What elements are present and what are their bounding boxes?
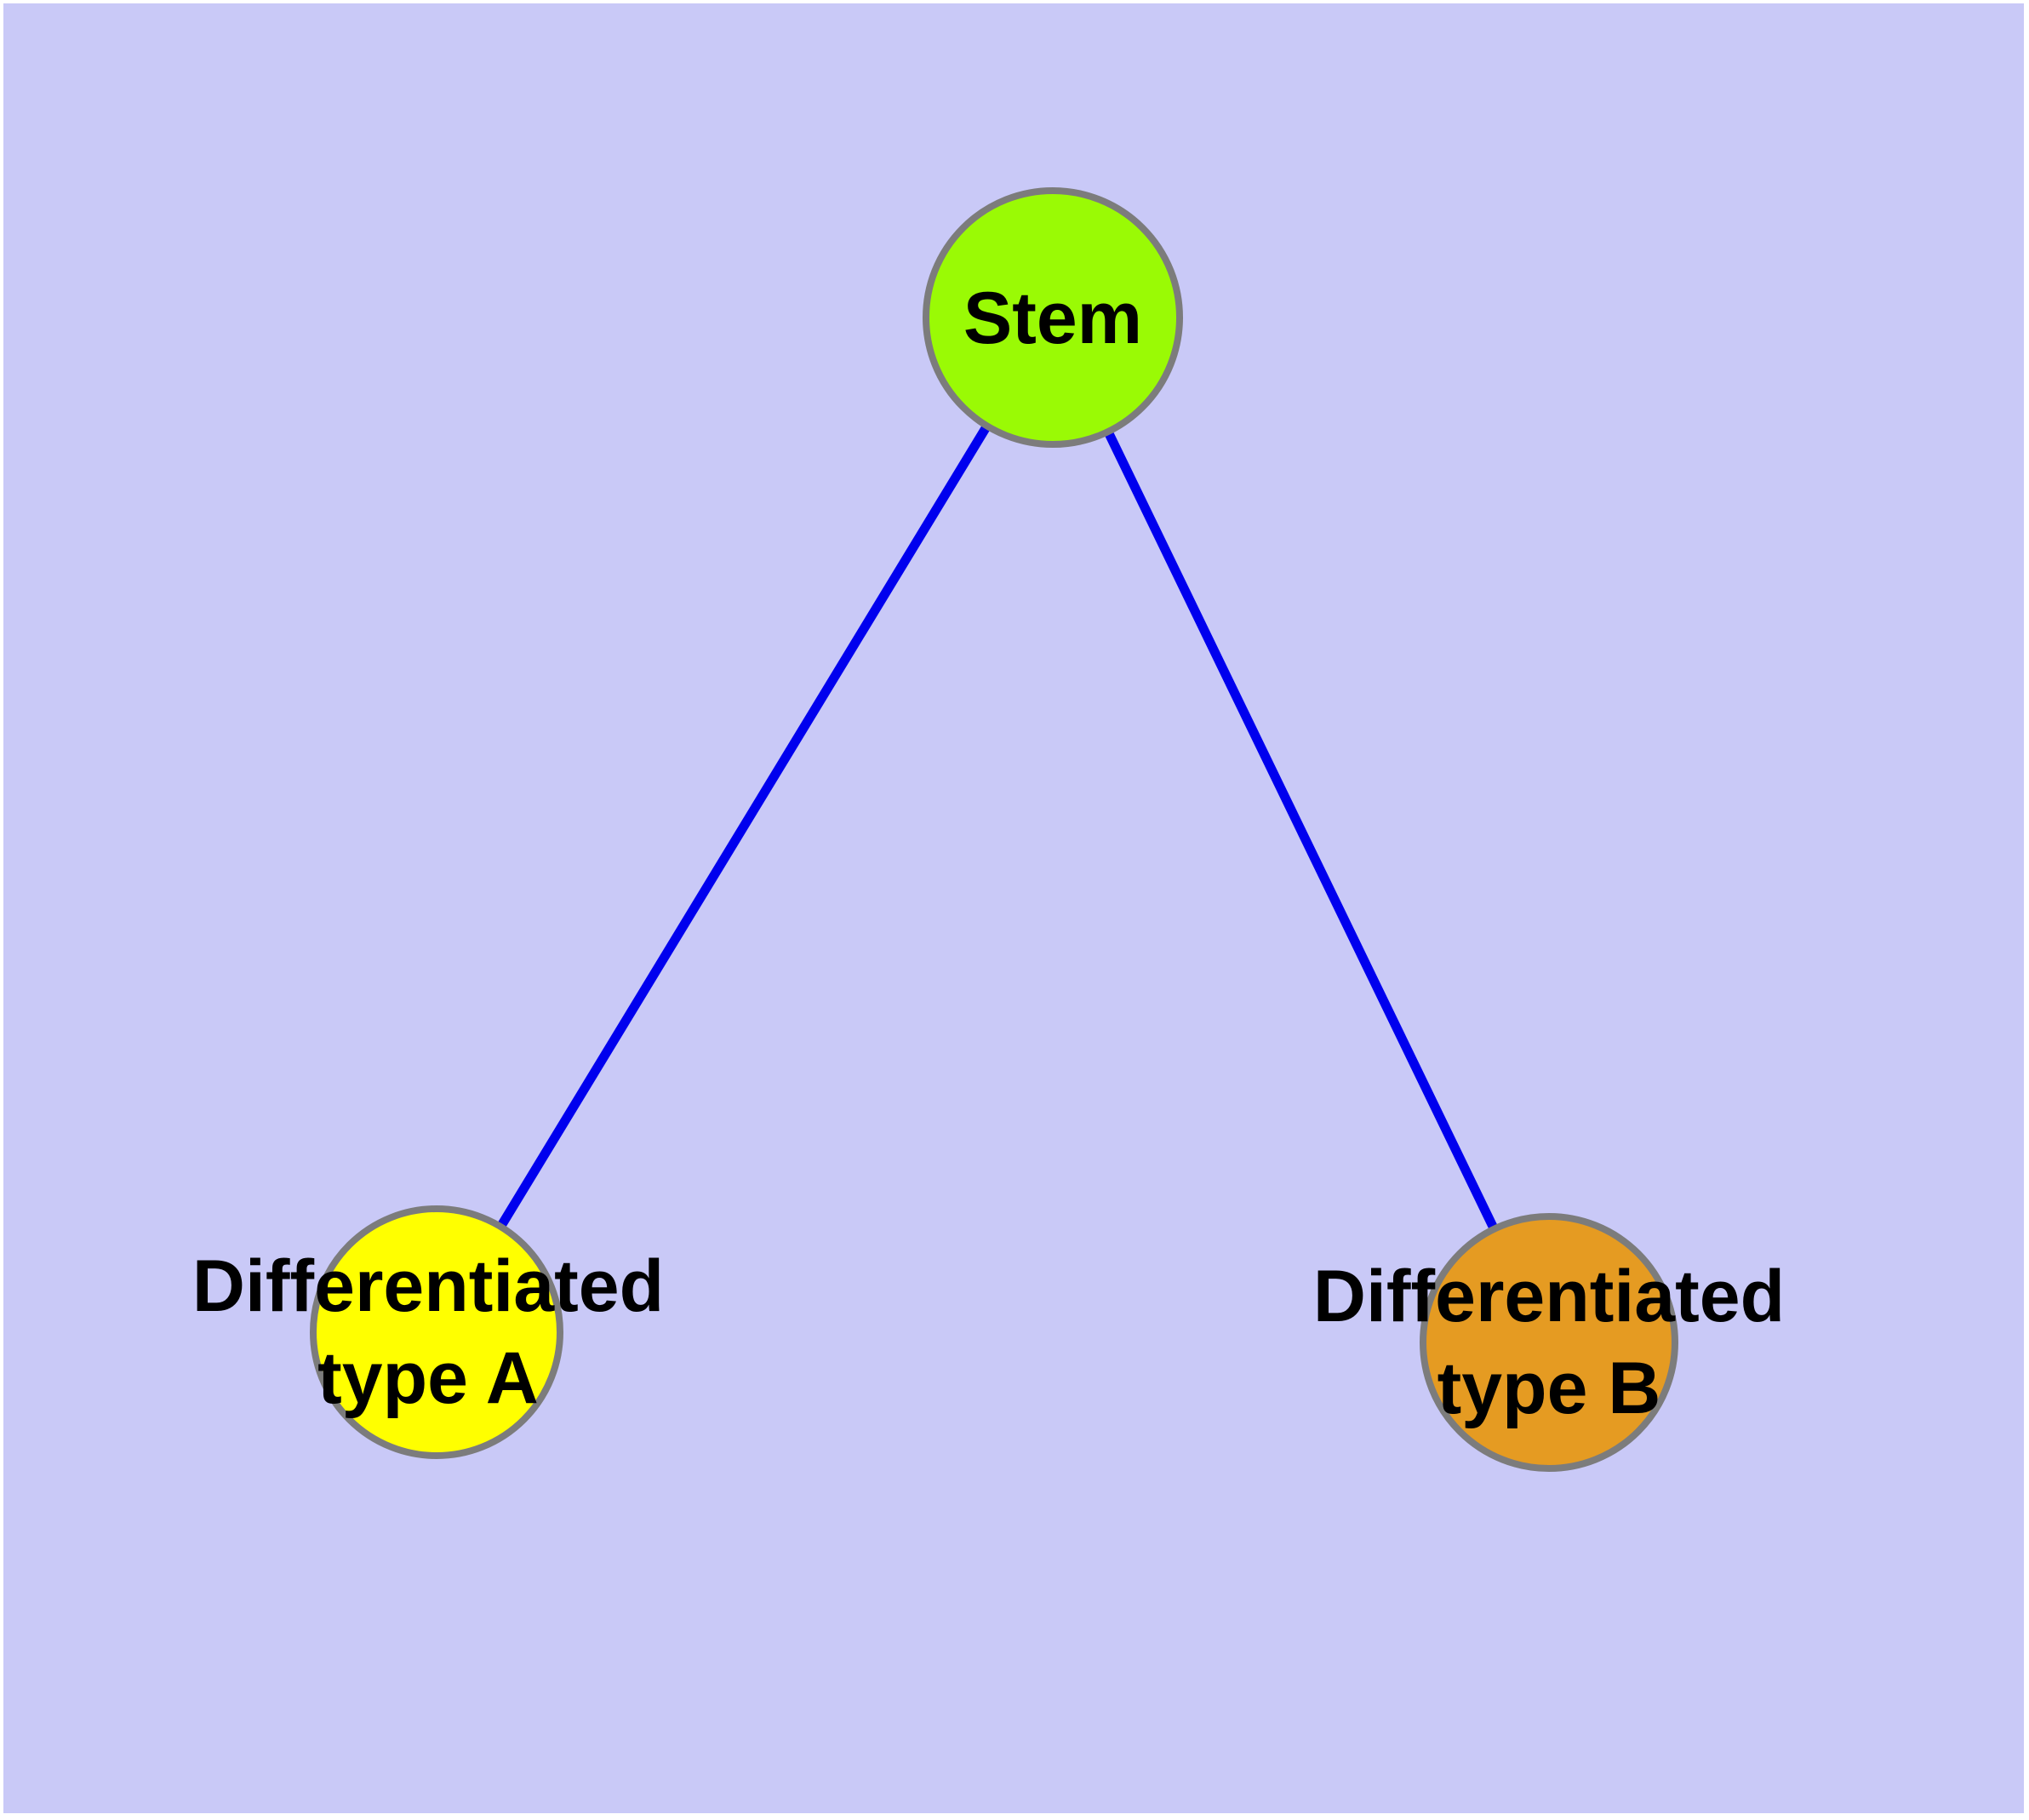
type-a-node (310, 1205, 563, 1459)
stem-node (923, 187, 1183, 448)
type-b-node (1420, 1213, 1678, 1472)
edge-stem-to-type-a (432, 315, 1057, 1335)
edge-stem-to-type-b (1049, 315, 1553, 1345)
